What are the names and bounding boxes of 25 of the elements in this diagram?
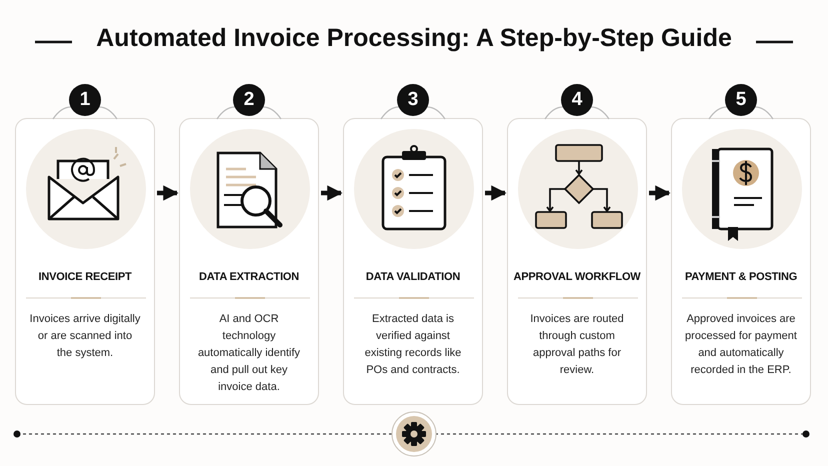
title: Automated Invoice Processing: A Step-by-Step Guide [95, 24, 733, 53]
arrow [157, 185, 179, 201]
arrow [649, 185, 671, 201]
step-description: AI and OCR technology automatically identify and pull out key invoice data. [196, 312, 302, 395]
step-description: Invoices arrive digitally or are scanned into the system. [29, 312, 141, 361]
step-card [671, 118, 811, 405]
step-heading: INVOICE RECEIPT [38, 271, 133, 283]
step-description: Approved invoices are processed for payment and automatically recorded in the ERP. [685, 312, 797, 378]
step-heading: DATA EXTRACTION [198, 271, 300, 283]
step-number: 3 [397, 84, 429, 116]
step-number: 5 [725, 84, 757, 116]
arrow [321, 185, 343, 201]
arrow [485, 185, 507, 201]
step-number: 4 [561, 84, 593, 116]
step-card [15, 118, 155, 405]
step-number: 1 [69, 84, 101, 116]
step-card [179, 118, 319, 405]
step-heading: DATA VALIDATION [364, 271, 462, 283]
step-heading: PAYMENT & POSTING [684, 271, 798, 283]
step-heading: APPROVAL WORKFLOW [512, 271, 642, 283]
step-description: Extracted data is verified against existing records like POs and contracts. [364, 312, 462, 378]
step-card [343, 118, 483, 405]
step-number: 2 [233, 84, 265, 116]
step-card [507, 118, 647, 405]
step-description: Invoices are routed through custom approval paths for review. [529, 312, 625, 378]
